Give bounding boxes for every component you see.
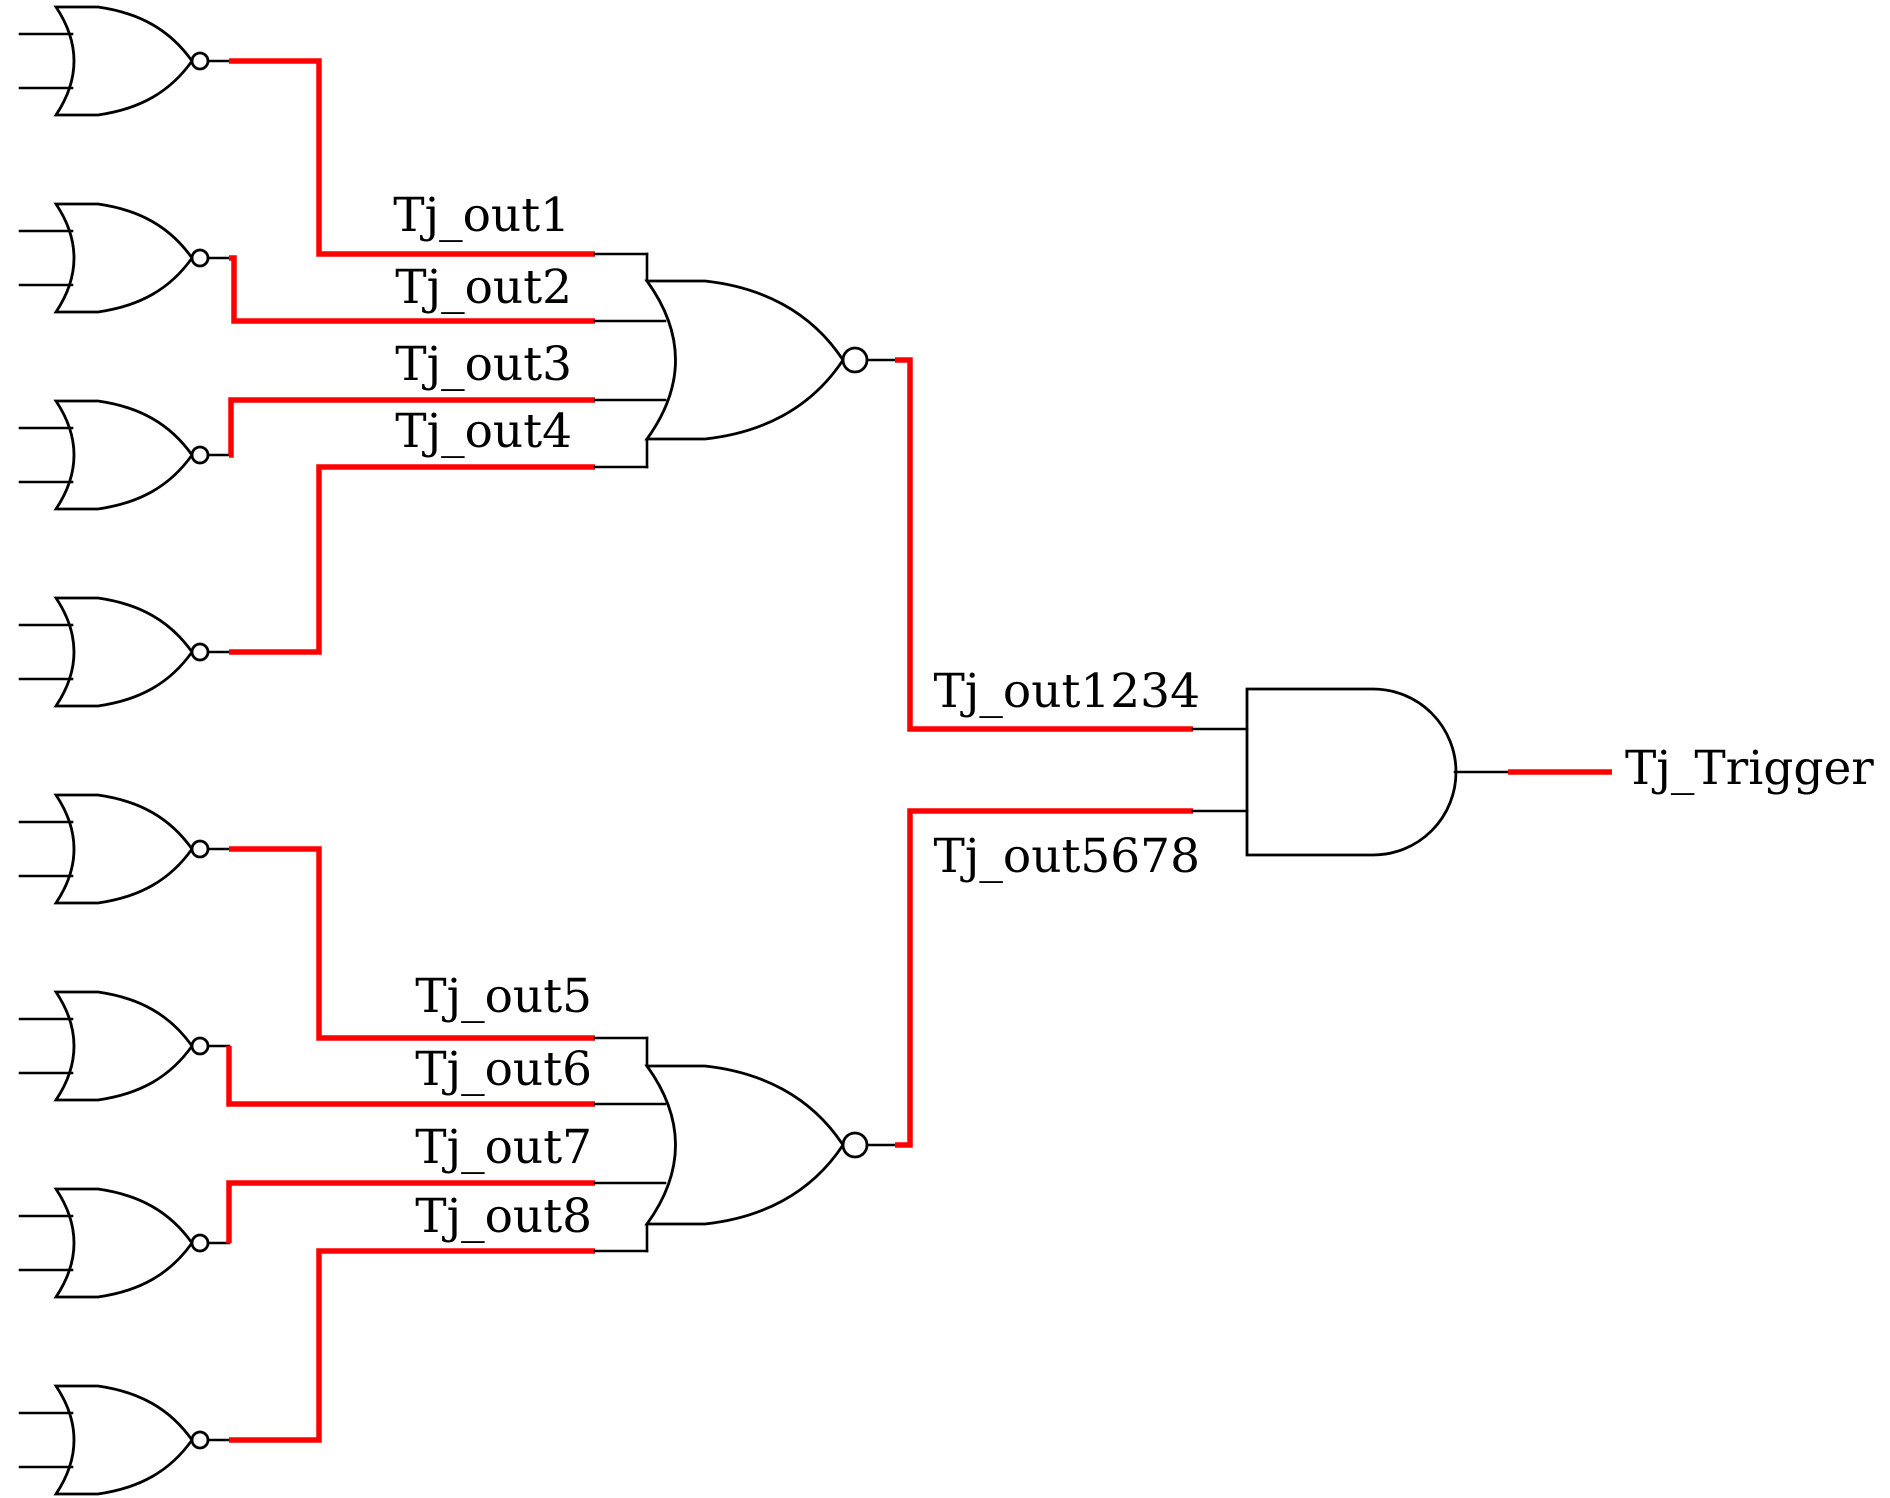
label-tj-out7: Tj_out7 [415, 1120, 592, 1175]
wire-out6 [226, 1046, 595, 1107]
nor-gate-8 [18, 1384, 231, 1496]
label-tj-out3: Tj_out3 [395, 337, 572, 392]
label-tj-out1234: Tj_out1234 [934, 664, 1201, 719]
label-tj-out4: Tj_out4 [395, 404, 572, 459]
wire-out8 [229, 1248, 595, 1443]
label-tj-out8: Tj_out8 [415, 1189, 592, 1244]
nor-gate-1 [18, 5, 231, 117]
nor4-gate-upper [593, 252, 897, 469]
label-tj-out5: Tj_out5 [415, 969, 592, 1024]
wire-out1 [229, 58, 595, 257]
wire-out5 [229, 846, 595, 1041]
label-tj-out2: Tj_out2 [395, 260, 572, 315]
nor4-gate-lower [593, 1036, 897, 1253]
nor-gate-5 [18, 793, 231, 905]
label-tj-out1: Tj_out1 [393, 188, 570, 243]
label-tj-out6: Tj_out6 [415, 1042, 592, 1097]
wire-out2 [229, 255, 595, 324]
wire-out7 [226, 1180, 595, 1243]
and-gate [1191, 687, 1510, 857]
wire-out4 [229, 464, 595, 655]
label-tj-trigger: Tj_Trigger [1625, 741, 1874, 796]
wire-out1234 [895, 357, 1193, 732]
wire-out5678 [895, 808, 1193, 1148]
wire-out3 [228, 397, 595, 458]
nor-gate-3 [18, 399, 231, 511]
nor-gate-4 [18, 596, 231, 708]
nor-gate-6 [18, 990, 231, 1102]
nor-gate-7 [18, 1187, 231, 1299]
label-tj-out5678: Tj_out5678 [934, 829, 1201, 884]
nor-gate-2 [18, 202, 231, 314]
